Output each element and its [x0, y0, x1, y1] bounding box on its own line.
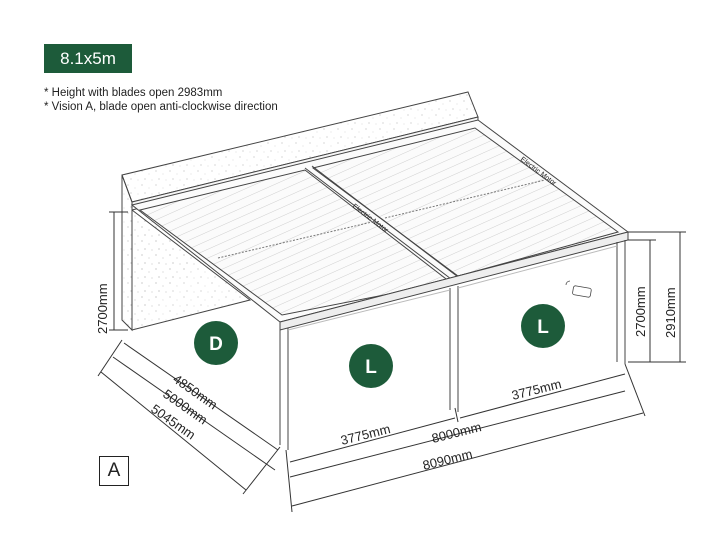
size-badge: 8.1x5m: [44, 44, 132, 73]
note-height: * Height with blades open 2983mm: [44, 87, 223, 99]
dimension-lines: [97, 211, 686, 513]
dim-overall-height: 2910mm: [663, 287, 678, 338]
dim-bay-right: 3775mm: [510, 376, 563, 403]
badge-l-front: L: [349, 344, 393, 388]
notes: * Height with blades open 2983mm * Visio…: [44, 86, 278, 114]
note-vision: * Vision A, blade open anti-clockwise di…: [44, 101, 278, 113]
dim-bay-front: 3775mm: [339, 421, 392, 448]
remote-control-icon: [565, 280, 592, 298]
badge-l-right: L: [521, 304, 565, 348]
dim-width-outer: 8090mm: [421, 446, 474, 473]
badge-d: D: [194, 321, 238, 365]
dim-width-inner: 8000mm: [430, 419, 483, 446]
view-label-box: A: [99, 456, 129, 486]
svg-text:L: L: [365, 357, 377, 378]
dim-post-height: 2700mm: [633, 286, 648, 337]
dim-wall-height: 2700mm: [95, 283, 110, 334]
roof: [130, 119, 630, 331]
posts: [279, 240, 626, 450]
svg-text:D: D: [209, 334, 223, 355]
svg-text:L: L: [537, 317, 549, 338]
